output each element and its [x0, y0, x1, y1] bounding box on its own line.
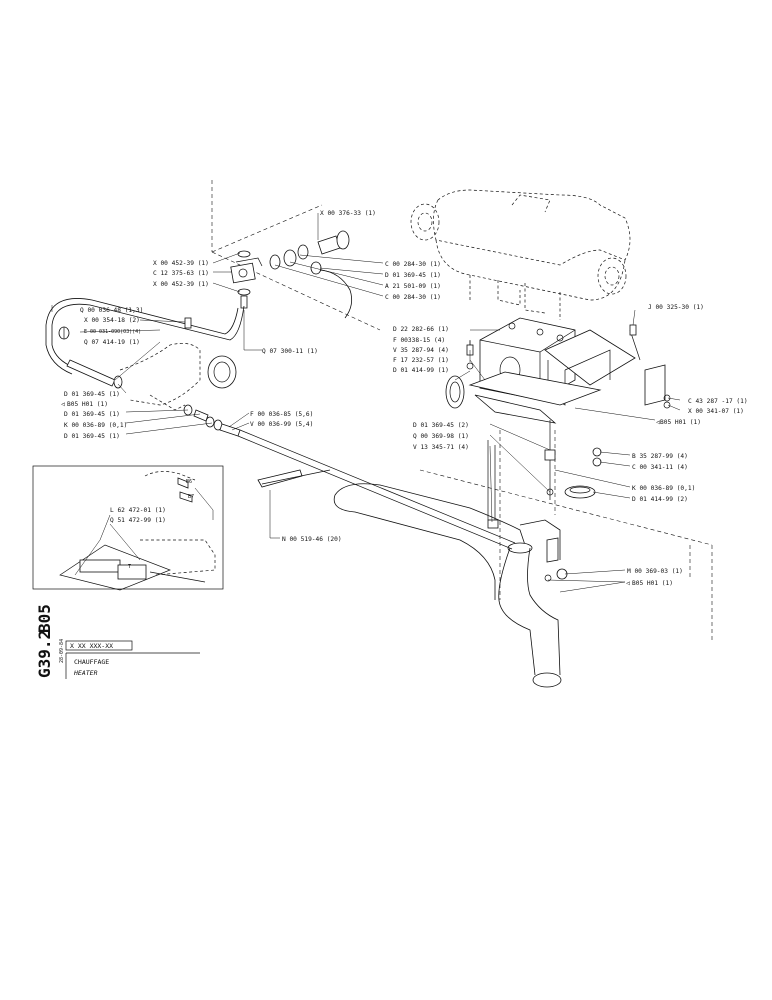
callout: K 00 036-89 (0,1) — [64, 422, 127, 429]
inset-small-label: B6 — [186, 479, 192, 485]
callout: N 00 519-46 (20) — [282, 536, 342, 543]
inset-small-label: B7 — [188, 494, 194, 500]
reference-dashed-lines — [211, 180, 713, 640]
callout: X 00 376-33 (1) — [320, 210, 376, 217]
callout: B05 H01 (1) — [632, 580, 673, 587]
long-tube — [237, 429, 516, 550]
leader-lines — [51, 213, 681, 593]
callout: C 00 284-30 (1) — [385, 261, 441, 268]
callout: D 01 414-99 (1) — [393, 367, 449, 374]
callout: D 22 282-66 (1) — [393, 326, 449, 333]
inset-detail: B6 B7 T L 62 472-01 (1) Q 51 472-99 (1) — [32, 465, 224, 591]
callout: D 01 414-99 (2) — [632, 496, 688, 503]
callout: Q 00 036-48 (1,3) — [80, 307, 143, 314]
callout: X 00 452-39 (1) — [153, 260, 209, 267]
callout: B 35 287-99 (4) — [632, 453, 688, 460]
valve-assembly — [230, 230, 353, 319]
callout: V 13 345-71 (4) — [413, 444, 469, 451]
group-code: B05 — [35, 604, 54, 633]
callout: B05 H01 (1) — [67, 401, 108, 408]
callouts-top: X 00 376-33 (1) X 00 452-39 (1) C 12 375… — [153, 210, 441, 355]
inset-callout: Q 51 472-99 (1) — [110, 517, 166, 524]
callout: C 00 284-30 (1) — [385, 294, 441, 301]
callout: A 21 501-09 (1) — [385, 283, 441, 290]
callout: F 00 036-85 (5,6) — [250, 411, 313, 418]
title-fr: CHAUFFAGE — [74, 658, 109, 666]
drawing-date: 28-09-84 — [59, 639, 65, 663]
callout: D 01 369-45 (1) — [385, 272, 441, 279]
callout: Q 07 300-11 (1) — [262, 348, 318, 355]
callout: X 00 354-18 (2) — [84, 317, 140, 324]
title-block: B05 G39.2 28-09-84 X XX XXX-XX CHAUFFAGE… — [35, 604, 200, 679]
callout: C 43 287 -17 (1) — [688, 398, 748, 405]
callout: D 01 369-45 (1) — [64, 433, 120, 440]
callout: Q 00 369-98 (1) — [413, 433, 469, 440]
title-en: HEATER — [73, 669, 98, 677]
callout: F 00338-15 (4) — [393, 337, 445, 344]
callout: D 01 369-45 (1) — [64, 411, 120, 418]
callout: D 01 369-45 (2) — [413, 422, 469, 429]
callout: C 12 375-63 (1) — [153, 270, 209, 277]
callout: Q 07 414-19 (1) — [84, 339, 140, 346]
callout: F 17 232-57 (1) — [393, 357, 449, 364]
sheet-code: G39.2 — [35, 630, 54, 678]
callout: M 00 369-03 (1) — [627, 568, 683, 575]
coolant-hose — [45, 298, 245, 437]
callout: J 00 325-30 (1) — [648, 304, 704, 311]
callout: V 00 036-99 (5,4) — [250, 421, 313, 428]
inset-callout: L 62 472-01 (1) — [110, 507, 166, 514]
triangle-marker: ◁ — [626, 580, 630, 587]
callout: V 35 287-94 (4) — [393, 347, 449, 354]
triangle-marker: ◁ — [61, 401, 65, 408]
callout: E 00 031-090(03)(4) — [84, 329, 141, 335]
inset-small-label: T — [128, 564, 131, 570]
callout: C 00 341-11 (4) — [632, 464, 688, 471]
callout: B05 H01 (1) — [660, 419, 701, 426]
heater-body — [410, 189, 631, 320]
callout: X 00 341-07 (1) — [688, 408, 744, 415]
callout: X 00 452-39 (1) — [153, 281, 209, 288]
duct-pipes — [333, 483, 568, 688]
callouts-right: J 00 325-30 (1) D 22 282-66 (1) F 00338-… — [282, 304, 748, 587]
callouts-left: Q 00 036-48 (1,3) X 00 354-18 (2) E 00 0… — [61, 307, 313, 440]
triangle-marker: ◁ — [656, 419, 660, 426]
callout: K 00 036-89 (0,1) — [632, 485, 695, 492]
part-number-box: X XX XXX-XX — [70, 642, 113, 650]
callout: D 01 369-45 (1) — [64, 391, 120, 398]
